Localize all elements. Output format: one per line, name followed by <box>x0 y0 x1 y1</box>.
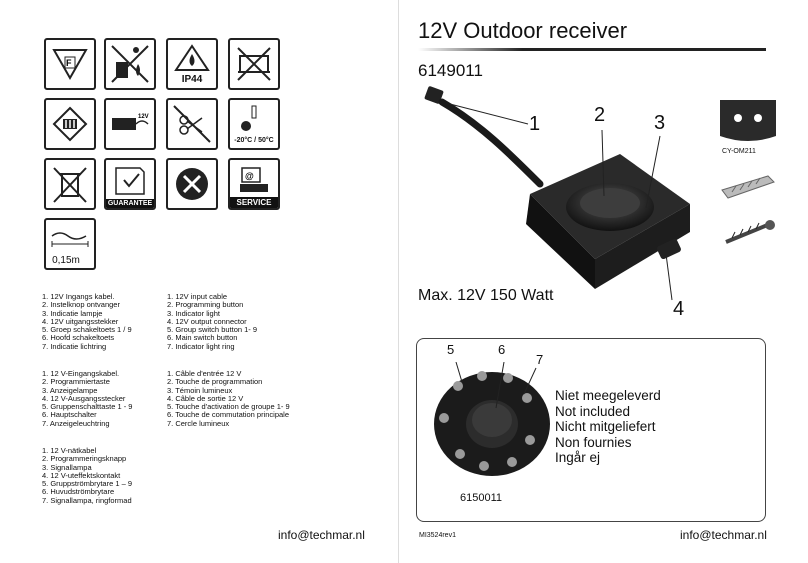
list-item: 6. Hauptschalter <box>42 410 97 420</box>
not-included-nl: Niet meegeleverd <box>555 388 661 403</box>
list-english: 1. 12V input cable 2. Programming button… <box>167 292 258 351</box>
list-item: 4. Câble de sortie 12 V <box>167 393 244 403</box>
weee-bin-icon <box>44 158 96 210</box>
callout-3: 3 <box>654 112 666 134</box>
callout-1: 1 <box>529 113 541 135</box>
no-cut-cable-icon <box>166 98 218 150</box>
callout-4: 4 <box>673 298 685 320</box>
list-item: 5. Gruppströmbrytare 1 – 9 <box>42 479 133 489</box>
list-item: 6. Main switch button <box>167 333 238 343</box>
list-item: 5. Touche d'activation de groupe 1- 9 <box>167 402 290 412</box>
service-icon: @ SERVICE <box>228 158 280 210</box>
list-item: 1. 12 V-Eingangskabel. <box>42 369 120 378</box>
guarantee-label: GUARANTEE <box>106 199 154 208</box>
callout-5: 5 <box>447 342 455 357</box>
temperature-range-icon: -20°C / 50°C <box>228 98 280 150</box>
list-item: 2. Programming button <box>167 300 244 310</box>
list-item: 4. 12V output connector <box>167 316 247 326</box>
list-item: 7. Anzeigeleuchtring <box>42 418 110 428</box>
list-item: 2. Instelknop ontvanger <box>42 300 120 310</box>
list-item: 5. Group switch button 1- 9 <box>167 325 258 335</box>
list-item: 4. 12 V-Ausgangsstecker <box>42 393 126 403</box>
list-item: 5. Groep schakeltoets 1 / 9 <box>42 325 132 335</box>
callout-2: 2 <box>594 104 606 126</box>
mounting-bracket-image <box>720 100 776 141</box>
screw-image <box>725 220 775 244</box>
guarantee-icon: GUARANTEE <box>104 158 156 210</box>
list-item: 3. Indicator light <box>167 308 220 318</box>
not-included-de: Nicht mitgeliefert <box>555 419 656 434</box>
list-item: 7. Indicatie lichtring <box>42 341 107 351</box>
svg-text:12V: 12V <box>138 114 149 120</box>
list-item: 3. Signallampa <box>42 462 92 472</box>
no-disposal-fire-icon <box>104 38 156 90</box>
tools-icon <box>166 158 218 210</box>
max-power-label: Max. 12V 150 Watt <box>418 287 554 304</box>
not-included-notice: Niet meegeleverd Not included Nicht mitg… <box>555 388 661 466</box>
title-underline <box>418 48 766 51</box>
list-item: 2. Programmeringsknapp <box>42 454 127 464</box>
ip44-label: IP44 <box>181 74 203 85</box>
class-iii-icon <box>44 98 96 150</box>
list-item: 3. Anzeigelampe <box>42 385 98 395</box>
article-number: 6149011 <box>418 61 483 80</box>
list-item: 4. 12V uitgangsstekker <box>42 316 119 326</box>
list-item: 5. Gruppenschalttaste 1 - 9 <box>42 402 133 412</box>
list-item: 1. 12V Ingangs kabel. <box>42 292 115 301</box>
list-item: 2. Programmiertaste <box>42 377 110 387</box>
remote-inset-frame <box>416 338 766 522</box>
inset-article-number: 6150011 <box>460 492 503 504</box>
callout-leaders <box>449 103 673 301</box>
revision-code: MI3524rev1 <box>419 532 456 539</box>
accessory-label: CY-OM211 <box>722 148 756 155</box>
ip44-icon: IP44 <box>166 38 218 90</box>
list-swedish: 1. 12 V-nätkabel 2. Programmeringsknapp … <box>42 446 133 505</box>
list-item: 3. Indicatie lampje <box>42 308 103 318</box>
not-included-sv: Ingår ej <box>555 450 601 465</box>
list-item: 1. 12 V-nätkabel <box>42 446 97 455</box>
temperature-label: -20°C / 50°C <box>234 137 274 144</box>
list-item: 1. 12V input cable <box>167 292 228 301</box>
not-included-fr: Non fournies <box>555 434 632 450</box>
callout-7: 7 <box>536 352 544 367</box>
page-divider <box>398 0 399 563</box>
list-item: 7. Cercle lumineux <box>167 418 230 428</box>
page-title: 12V Outdoor receiver <box>418 18 628 43</box>
svg-text:@: @ <box>245 171 254 181</box>
list-german: 1. 12 V-Eingangskabel. 2. Programmiertas… <box>42 369 133 428</box>
class-f-icon: F <box>44 38 96 90</box>
list-item: 4. 12 V-uteffektskontakt <box>42 470 121 480</box>
list-item: 2. Touche de programmation <box>167 377 263 387</box>
list-item: 7. Signallampa, ringformad <box>42 495 132 505</box>
no-cover-icon <box>228 38 280 90</box>
not-included-en: Not included <box>555 403 631 419</box>
switch-ring-image <box>434 362 550 476</box>
email-link-right[interactable]: info@techmar.nl <box>680 528 767 542</box>
service-label: SERVICE <box>230 197 278 208</box>
receiver-product-image <box>424 86 690 289</box>
list-item: 6. Hoofd schakeltoets <box>42 333 115 343</box>
cable-length-icon <box>44 218 96 270</box>
list-french: 1. Câble d'entrée 12 V 2. Touche de prog… <box>167 369 290 428</box>
list-item: 3. Témoin lumineux <box>167 385 233 395</box>
12v-transformer-icon: 12V <box>104 98 156 150</box>
cable-length-label: 0,15m <box>52 255 80 266</box>
callout-6: 6 <box>498 342 506 357</box>
list-item: 1. Câble d'entrée 12 V <box>167 369 242 378</box>
list-item: 6. Touche de commutation principale <box>167 410 290 420</box>
list-item: 6. Huvudströmbrytare <box>42 487 115 497</box>
email-link-left[interactable]: info@techmar.nl <box>278 528 365 542</box>
list-dutch: 1. 12V Ingangs kabel. 2. Instelknop ontv… <box>42 292 132 351</box>
wall-plug-image <box>721 175 775 199</box>
svg-text:F: F <box>66 58 72 68</box>
list-item: 7. Indicator light ring <box>167 341 235 351</box>
